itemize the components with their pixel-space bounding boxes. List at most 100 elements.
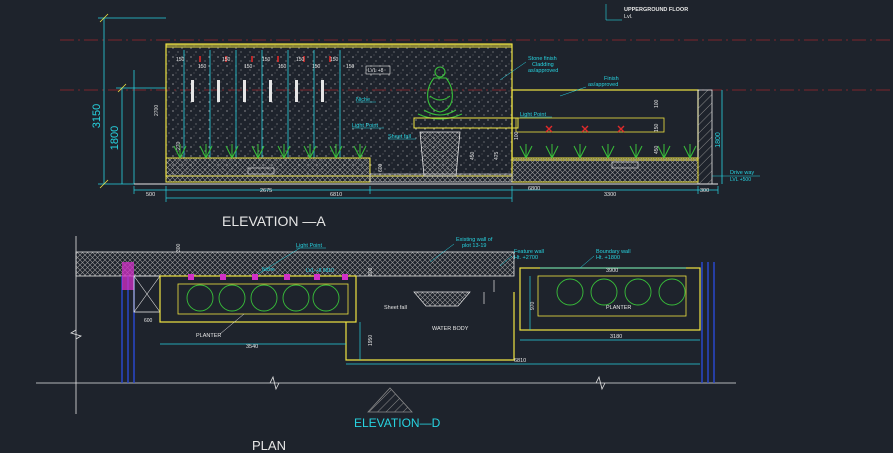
- light-point-label-left: Light Point: [352, 123, 378, 129]
- plan-light-point-label: Light Point: [296, 243, 322, 249]
- svg-text:100: 100: [514, 131, 520, 140]
- elevation-d-marker-icon: [367, 387, 413, 413]
- dim-wall-height: 2700: [154, 105, 160, 116]
- svg-text:150: 150: [654, 123, 660, 132]
- svg-text:100: 100: [654, 99, 660, 108]
- planter-right-label: PLANTER: [606, 305, 631, 311]
- plan-niche-label: Niche: [262, 267, 275, 273]
- svg-text:6810: 6810: [330, 192, 342, 198]
- sheet-fall-label: Sheet fall: [388, 134, 411, 140]
- existing-wall-label: Existing wall of: [456, 237, 493, 243]
- dim-lower-height: 1800: [109, 126, 121, 150]
- left-planter-circles: [186, 284, 340, 312]
- svg-text:as/approved: as/approved: [528, 68, 558, 74]
- svg-text:150: 150: [176, 57, 185, 63]
- svg-text:Ht. +2700: Ht. +2700: [514, 255, 538, 261]
- water-base: [369, 173, 513, 183]
- stone-finish-label: Stone finish: [528, 56, 557, 62]
- plan-lvl-tag: LVL +8 6810: [306, 268, 334, 274]
- water-body-outline: [345, 292, 515, 361]
- svg-text:as/approved: as/approved: [588, 82, 618, 88]
- water-body-label: WATER BODY: [432, 326, 469, 332]
- drive-way-label: Drive way: [730, 170, 754, 176]
- svg-text:300: 300: [176, 243, 182, 252]
- right-blue-edge: [701, 262, 715, 383]
- lvl-tag: LVL +8: [368, 68, 384, 74]
- svg-text:Lvl.: Lvl.: [624, 14, 633, 20]
- bottom-dim-chain: [133, 186, 719, 202]
- feature-wall-label: Feature wall: [514, 249, 544, 255]
- svg-text:2675: 2675: [260, 188, 272, 194]
- red-light-markers: [545, 125, 625, 133]
- svg-text:150: 150: [278, 64, 287, 70]
- wall-coping: [166, 44, 512, 48]
- plan-dim-lines: [160, 267, 700, 365]
- right-planter-shelf: [515, 117, 665, 133]
- svg-text:300: 300: [368, 267, 374, 276]
- svg-text:600: 600: [378, 163, 384, 172]
- plan-title: PLAN: [252, 438, 286, 453]
- svg-text:475: 475: [494, 151, 500, 160]
- svg-text:270: 270: [176, 141, 182, 150]
- elevation-a-title: ELEVATION —A: [222, 213, 326, 229]
- break-symbol-left: [269, 375, 280, 391]
- right-planter-tag: [611, 161, 639, 169]
- red-light-ticks: [199, 56, 331, 62]
- svg-text:150: 150: [312, 64, 321, 70]
- boundary-wall-label: Boundary wall: [596, 249, 631, 255]
- plan-dim-left: 3540: [246, 344, 258, 350]
- wall-light-slots: [191, 80, 324, 102]
- break-symbol-right: [595, 375, 606, 391]
- existing-wall: [75, 251, 515, 277]
- svg-text:150: 150: [198, 64, 207, 70]
- left-blue-edge: [121, 276, 135, 383]
- svg-text:plot 13-19: plot 13-19: [462, 243, 486, 249]
- niche-label: Niche: [356, 97, 370, 103]
- dim-overall-height: 3150: [91, 104, 103, 128]
- left-planter: [165, 157, 371, 183]
- svg-text:450: 450: [470, 151, 476, 160]
- svg-text:600: 600: [144, 318, 153, 324]
- svg-text:150: 150: [296, 57, 305, 63]
- sheet-fall-plan-label: Sheet fall: [384, 305, 407, 311]
- svg-text:150: 150: [346, 64, 355, 70]
- upper-ground-floor-label: UPPERGROUND FLOOR: [624, 7, 688, 13]
- svg-text:Ht. +1800: Ht. +1800: [596, 255, 620, 261]
- svg-text:150: 150: [244, 64, 253, 70]
- small-dims: 270 600 450 475 100 150 450 100: [176, 99, 660, 172]
- sheet-fall-basin: [419, 131, 461, 177]
- plan-light-points: [188, 274, 348, 280]
- top-spacing-dims: 150 150 150 150 150 150 150 150 150 150: [176, 57, 355, 70]
- right-planter-wall: [511, 89, 699, 161]
- left-planter-tag: [247, 167, 275, 175]
- feature-wall: [165, 43, 513, 177]
- dim-right-height: 1800: [715, 132, 722, 148]
- elevation-a: 3150 1800: [60, 4, 893, 229]
- right-column: [697, 89, 713, 185]
- buddha-statue-icon: [417, 66, 463, 120]
- plan-dim-right: 3180: [610, 334, 622, 340]
- svg-text:300: 300: [700, 188, 709, 194]
- sheet-fall-plan: [413, 291, 471, 307]
- svg-text:500: 500: [146, 192, 155, 198]
- light-point-label-right: Light Point: [520, 112, 546, 118]
- finish-label: Finish: [604, 76, 619, 82]
- plan-dim-top-right: 3900: [606, 268, 618, 274]
- svg-text:3300: 3300: [604, 192, 616, 198]
- svg-text:Cladding: Cladding: [532, 62, 554, 68]
- statue-shelf: [413, 117, 519, 129]
- right-planter: [511, 157, 699, 183]
- svg-text:150: 150: [330, 57, 339, 63]
- elevation-d-title: ELEVATION—D: [354, 416, 441, 430]
- planter-left-label: PLANTER: [196, 333, 221, 339]
- svg-text:150: 150: [222, 57, 231, 63]
- left-planter-plan: [159, 275, 357, 323]
- corner-column: [122, 262, 134, 290]
- lvl-tag-box: [365, 65, 391, 75]
- svg-text:1950: 1950: [368, 335, 374, 346]
- plant-icons: [173, 144, 697, 159]
- wall-fins: [183, 50, 341, 158]
- right-planter-circles: [556, 278, 686, 306]
- svg-text:6800: 6800: [528, 186, 540, 192]
